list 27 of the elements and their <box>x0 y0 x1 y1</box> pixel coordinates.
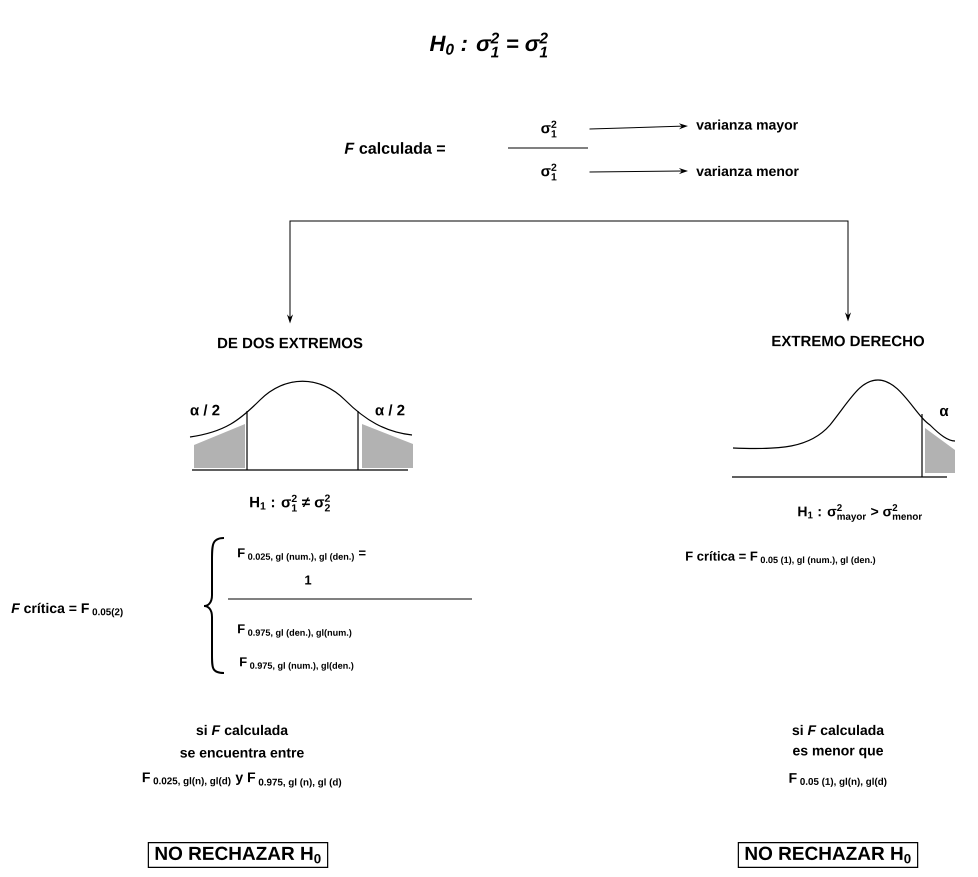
formula-text: 1 <box>305 576 312 584</box>
formula-text: F calculada = <box>344 142 445 154</box>
hypothesis-formula: $\text{H}_{\text{1}}\text{ : σ}^{\text{2}}_{\text{1}}\text{ ≠ σ}^{\text{2}}_{\text{2}}$ <box>250 494 330 512</box>
condition-text: si F calculada <box>196 724 288 736</box>
condition-text: si F calculada <box>792 724 884 736</box>
formula-text: $\text{F}_{\text{ 0.025, gl (num.), gl (den.)}}\text{ =}$ <box>238 548 366 562</box>
formula-text: $\text{F}_{\text{ 0.975, gl (num.), gl(den.)}}$ <box>240 657 354 671</box>
alpha-label: α / 2 <box>190 404 220 416</box>
condition-text: se encuentra entre <box>180 748 304 758</box>
branch-heading: EXTREMO DERECHO <box>772 336 924 346</box>
formula-text: $\textit{F}\text{ crítica = F}_{\text{ 0.05(2)}}$ <box>11 602 123 618</box>
branch-heading: DE DOS EXTREMOS <box>218 338 362 348</box>
formula-text: $\text{σ}^{\text{2}}_{\text{1}}$ <box>541 120 556 138</box>
formula-text: $\text{σ}^{\text{2}}_{\text{1}}$ <box>541 164 556 180</box>
formula-text: $\text{F crítica = F}_{\text{ 0.05 (1), gl (num.), gl (den.)}}$ <box>686 551 876 565</box>
alpha-label: α / 2 <box>376 404 404 416</box>
hypothesis-formula: $\text{H}_{\text{1}}\text{ : σ}^{\text{2}}_{\text{mayor}}\text{ > σ}^{\text{2}}_{\text{menor}}$ <box>798 504 922 522</box>
result-box: $\text{NO RECHAZAR H}_{\text{0}}$ <box>148 842 328 868</box>
title: $\text{H}_{\text{0}}\text{ : σ}^{\text{2}}_{\text{1}}\text{ = σ}^{\text{2}}_{\text{1}}$ <box>430 32 548 58</box>
result-box: $\text{NO RECHAZAR H}_{\text{0}}$ <box>738 842 918 868</box>
arrow-label: varianza menor <box>696 166 799 176</box>
condition-text: es menor que <box>793 748 884 758</box>
formula-text: $\text{F}_{\text{ 0.975, gl (den.), gl(num.)}}$ <box>238 624 352 638</box>
condition-text: $\text{F}_{\text{ 0.025, gl(n), gl(d)}}\text{ y F}_{\text{ 0.975, gl (n), gl (d)}}$ <box>142 772 342 788</box>
alpha-label: α <box>940 408 948 416</box>
condition-text: $\text{F}_{\text{ 0.05 (1), gl(n), gl(d)}}$ <box>790 773 886 787</box>
arrow-label: varianza mayor <box>696 119 798 133</box>
